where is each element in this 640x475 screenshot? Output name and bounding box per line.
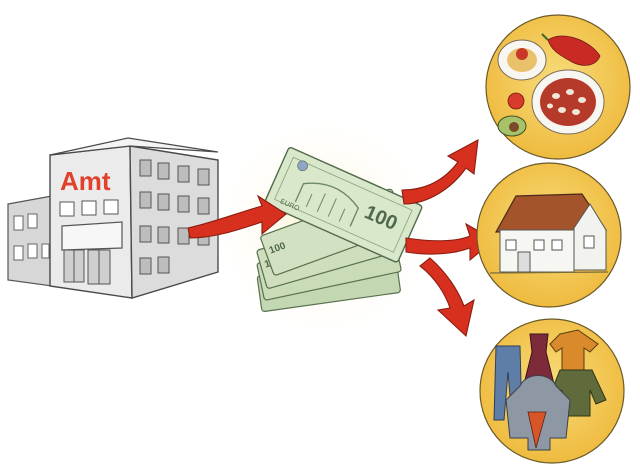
arrows bbox=[187, 139, 495, 338]
food-circle bbox=[485, 14, 631, 160]
amt-sign: Amt bbox=[60, 166, 111, 196]
office-building: Amt bbox=[7, 137, 219, 299]
arrow-money-to-food bbox=[401, 139, 479, 205]
house-icon bbox=[489, 193, 609, 274]
tomato-icon bbox=[507, 92, 525, 110]
pepper-icon bbox=[547, 35, 601, 66]
top-banknote: 100 EURO bbox=[264, 147, 423, 263]
clothing-circle bbox=[479, 318, 625, 464]
arrow-money-to-clothing bbox=[419, 257, 475, 338]
house-circle bbox=[476, 162, 622, 308]
arrow-building-to-money bbox=[187, 194, 287, 239]
banknote-stack: 100 100 100 100 100 EURO bbox=[256, 147, 423, 312]
